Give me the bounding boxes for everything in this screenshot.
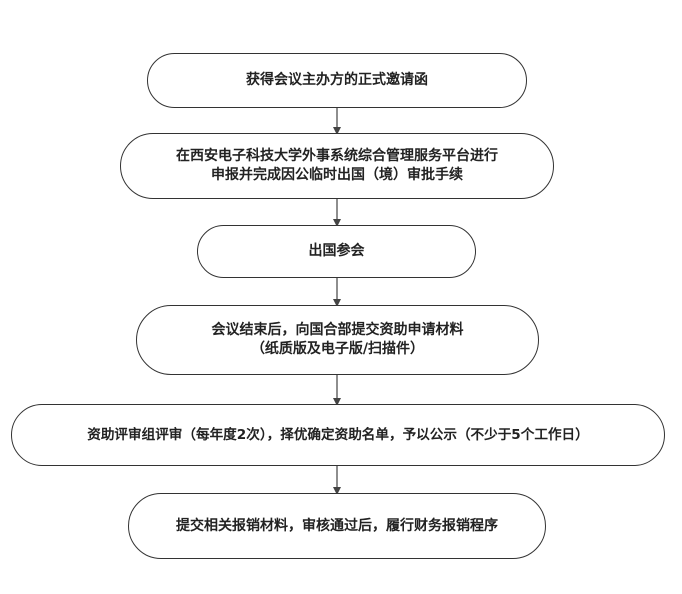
- step-approval-line-1: 在西安电子科技大学外事系统综合管理服务平台进行: [176, 148, 498, 165]
- step-reimbursement-line-1: 提交相关报销材料，审核通过后，履行财务报销程序: [176, 517, 498, 534]
- step-review-line-1: 资助评审组评审（每年度2次），择优确定资助名单，予以公示（不少于5个工作日）: [87, 426, 589, 443]
- step-invitation-text: 获得会议主办方的正式邀请函: [246, 71, 428, 90]
- step-approval-text: 在西安电子科技大学外事系统综合管理服务平台进行 申报并完成因公临时出国（境）审批…: [176, 147, 498, 185]
- step-attend-conference: 出国参会: [197, 225, 476, 278]
- step-review-text: 资助评审组评审（每年度2次），择优确定资助名单，予以公示（不少于5个工作日）: [87, 426, 589, 444]
- step-reimbursement: 提交相关报销材料，审核通过后，履行财务报销程序: [128, 493, 546, 559]
- step-submit-application-text: 会议结束后，向国合部提交资助申请材料 （纸质版及电子版/扫描件）: [212, 321, 464, 359]
- step-submit-application: 会议结束后，向国合部提交资助申请材料 （纸质版及电子版/扫描件）: [136, 305, 539, 375]
- step-review: 资助评审组评审（每年度2次），择优确定资助名单，予以公示（不少于5个工作日）: [11, 404, 665, 466]
- step-approval-line-2: 申报并完成因公临时出国（境）审批手续: [211, 167, 463, 183]
- step-submit-application-line-1: 会议结束后，向国合部提交资助申请材料: [211, 322, 464, 339]
- step-attend-conference-text: 出国参会: [309, 242, 365, 261]
- step-invitation: 获得会议主办方的正式邀请函: [147, 53, 527, 108]
- step-reimbursement-text: 提交相关报销材料，审核通过后，履行财务报销程序: [176, 517, 498, 536]
- step-attend-conference-line-1: 出国参会: [308, 243, 365, 260]
- step-invitation-line-1: 获得会议主办方的正式邀请函: [246, 72, 428, 89]
- step-submit-application-line-2: （纸质版及电子版/扫描件）: [250, 341, 425, 357]
- step-approval: 在西安电子科技大学外事系统综合管理服务平台进行 申报并完成因公临时出国（境）审批…: [120, 133, 554, 199]
